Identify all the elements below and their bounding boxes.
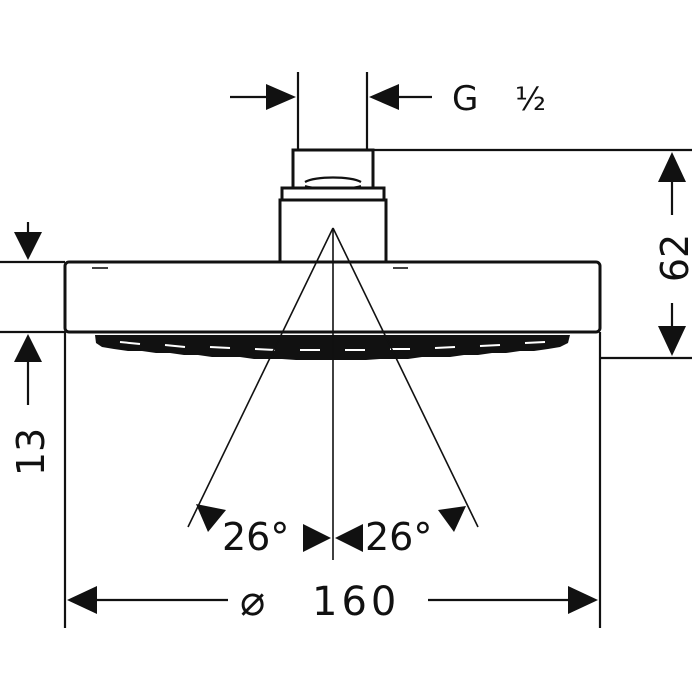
spray-line-right — [332, 227, 479, 528]
pipe-arrow-right — [369, 84, 399, 110]
diameter-value: 160 — [312, 579, 400, 625]
thread-label: G — [452, 79, 478, 119]
diameter-symbol: ⌀ — [240, 576, 265, 625]
angle-arrow-left-inner — [303, 524, 331, 552]
angle-arrow-right-inner — [335, 524, 363, 552]
pipe-width-dimension: G ½ — [230, 72, 546, 150]
height-arrow-top — [658, 152, 686, 182]
height-dimension: 62 — [373, 148, 697, 360]
pipe-arrow-left — [266, 84, 296, 110]
diameter-arrow-right — [568, 586, 598, 614]
spray-line-left — [187, 227, 334, 528]
thickness-dimension: 13 — [0, 222, 65, 476]
height-arrow-bottom — [658, 326, 686, 356]
thickness-label: 13 — [9, 428, 53, 476]
thickness-arrow-bottom — [14, 334, 42, 362]
diameter-dimension: ⌀ 160 — [63, 332, 602, 628]
height-label: 62 — [653, 234, 697, 282]
thread-size: ½ — [515, 80, 546, 118]
diameter-arrow-left — [67, 586, 97, 614]
angle-left-label: 26° — [222, 515, 289, 559]
angle-arrow-right-outer — [438, 506, 466, 532]
ball-joint-collar — [280, 186, 386, 202]
angle-dimension: 26° 26° — [196, 504, 466, 559]
spray-angle-lines — [187, 227, 479, 560]
angle-right-label: 26° — [365, 515, 432, 559]
connector-nut — [291, 148, 375, 194]
angle-arrow-left-outer — [196, 504, 226, 532]
thickness-arrow-top — [14, 232, 42, 260]
